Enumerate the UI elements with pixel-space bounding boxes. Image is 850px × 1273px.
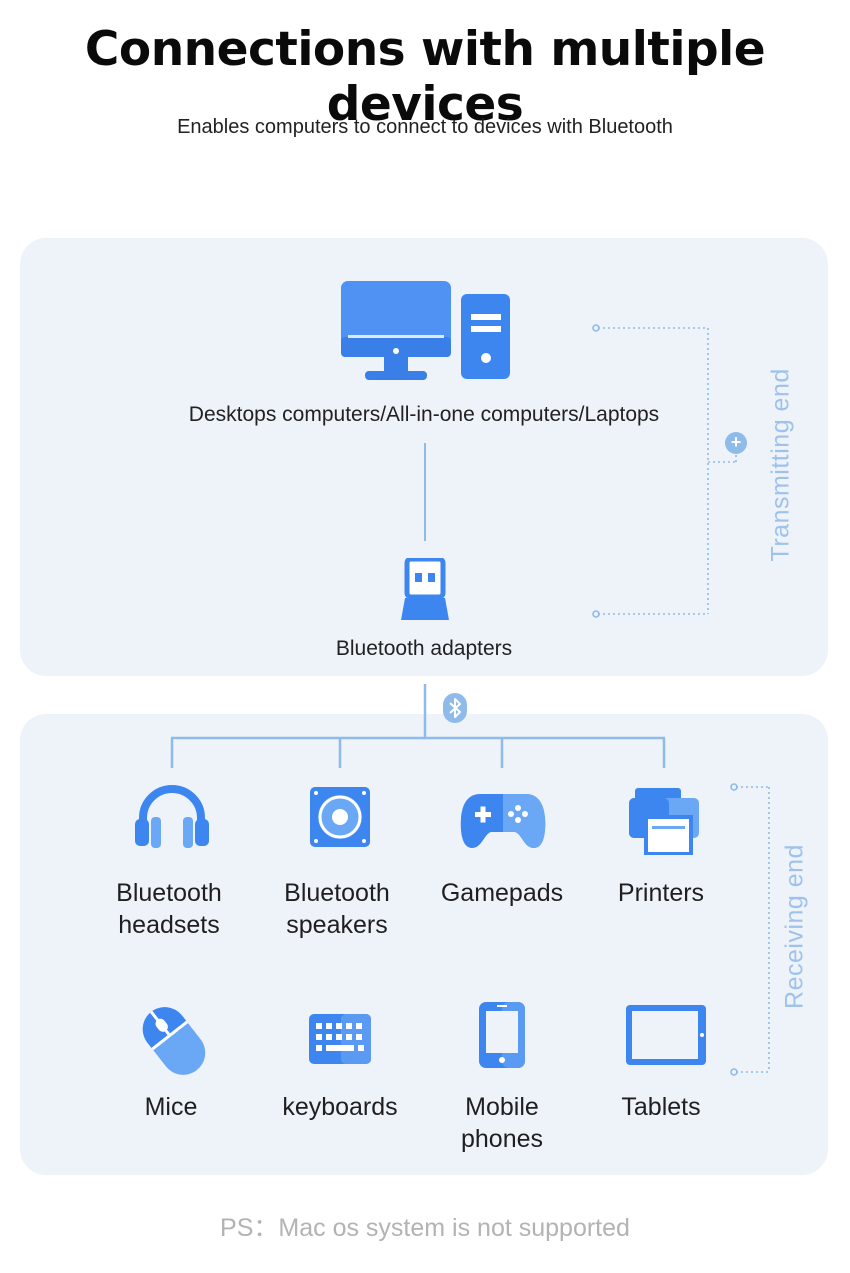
label-line: phones xyxy=(460,1125,544,1153)
label-line: Gamepads xyxy=(440,879,564,907)
page-subtitle: Enables computers to connect to devices … xyxy=(177,116,673,138)
receiving-bracket xyxy=(736,786,770,1073)
tablet-icon xyxy=(626,1005,706,1065)
keyboard-icon xyxy=(309,1014,371,1064)
label-line: Bluetooth xyxy=(284,879,390,907)
desktop-computer-icon xyxy=(341,281,510,380)
label-line: Bluetooth xyxy=(116,879,222,907)
label-line: speakers xyxy=(286,911,388,939)
device-label-headsets: Bluetooth headsets xyxy=(84,877,254,941)
plus-badge-icon: + xyxy=(725,432,747,454)
bracket-dot xyxy=(592,610,600,618)
device-label-speakers: Bluetooth speakers xyxy=(252,877,422,941)
device-label-gamepads: Gamepads xyxy=(417,877,587,909)
bracket-dot xyxy=(730,783,738,791)
bracket-dot xyxy=(730,1068,738,1076)
bracket-dot xyxy=(592,324,600,332)
device-label-keyboards: keyboards xyxy=(255,1091,425,1123)
device-label-mice: Mice xyxy=(86,1091,256,1123)
bluetooth-icon xyxy=(443,693,467,723)
ps-note: PS：Mac os system is not supported xyxy=(220,1214,630,1242)
mobile-phone-icon xyxy=(479,1002,525,1068)
label-line: Mice xyxy=(144,1093,198,1121)
bluetooth-adapter-icon xyxy=(401,558,449,620)
plus-symbol: + xyxy=(730,432,742,452)
label-line: headsets xyxy=(118,911,220,939)
device-label-tablets: Tablets xyxy=(576,1091,746,1123)
transmitting-bracket xyxy=(598,327,737,615)
computer-label: Desktops computers/All-in-one computers/… xyxy=(188,403,660,426)
transmitting-end-label: Transmitting end xyxy=(766,368,795,562)
device-label-mobile-phones: Mobile phones xyxy=(417,1091,587,1155)
device-label-printers: Printers xyxy=(576,877,746,909)
mouse-icon xyxy=(142,1007,206,1075)
printer-icon xyxy=(629,788,699,855)
label-line: Mobile xyxy=(465,1093,539,1121)
gamepad-icon xyxy=(460,794,546,848)
label-line: Tablets xyxy=(621,1093,701,1121)
label-line: Printers xyxy=(617,879,705,907)
page-title: Connections with multiple devices xyxy=(84,22,766,132)
adapter-label: Bluetooth adapters xyxy=(335,637,513,660)
receiving-end-label: Receiving end xyxy=(780,844,809,1009)
label-line: keyboards xyxy=(282,1093,398,1121)
speaker-icon xyxy=(310,787,370,847)
headset-icon xyxy=(135,785,209,848)
